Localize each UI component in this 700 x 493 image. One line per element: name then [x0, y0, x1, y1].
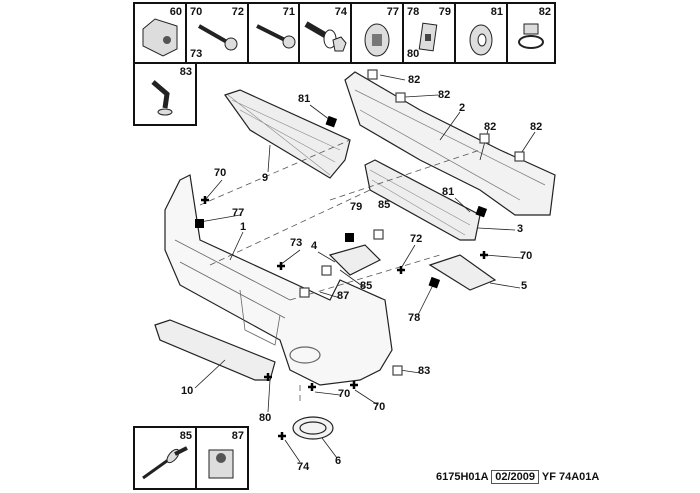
bracket-left [328, 244, 382, 276]
clip-nut-icon [418, 22, 438, 52]
part-number: 73 [190, 48, 203, 60]
washer-icon [469, 24, 493, 56]
hardware-box-70-72-73: 70 72 73 [185, 2, 249, 64]
part-number: 72 [231, 6, 244, 18]
speed-nut-icon [208, 449, 234, 479]
callout-77: 77 [232, 207, 245, 219]
bolt-icon [304, 21, 347, 52]
callout-70: 70 [520, 250, 533, 262]
callout-1: 1 [240, 221, 247, 233]
footer-reference: 6175H01A 02/2009 YF 74A01A [436, 470, 600, 484]
lower-grille [364, 159, 481, 241]
part-number: 77 [386, 6, 399, 18]
callout-82: 82 [408, 74, 421, 86]
part-number: 71 [282, 6, 295, 18]
callout-81: 81 [298, 93, 311, 105]
nut-icon [364, 23, 390, 57]
diagram-code: YF 74A01A [541, 471, 600, 483]
part-number: 60 [169, 6, 182, 18]
hardware-box-71: 71 [247, 2, 300, 64]
callout-85: 85 [378, 199, 391, 211]
diagram-date: 02/2009 [491, 470, 540, 484]
callout-82: 82 [438, 89, 451, 101]
callout-3: 3 [517, 223, 524, 235]
clip-icon [518, 23, 544, 49]
callout-74: 74 [297, 461, 310, 473]
part-number: 87 [231, 430, 244, 442]
hardware-box-77: 77 [350, 2, 404, 64]
under-panel [154, 319, 276, 381]
callout-72: 72 [410, 233, 423, 245]
callout-6: 6 [335, 455, 342, 467]
callout-73: 73 [290, 237, 303, 249]
callout-4: 4 [311, 240, 318, 252]
hardware-box-87: 87 [195, 426, 249, 490]
hardware-box-82: 82 [506, 2, 556, 64]
part-number: 82 [538, 6, 551, 18]
part-number: 81 [490, 6, 503, 18]
part-number: 70 [190, 6, 203, 18]
hardware-box-81: 81 [454, 2, 508, 64]
callout-82: 82 [484, 121, 497, 133]
part-number: 79 [438, 6, 451, 18]
hardware-box-85: 85 [133, 426, 197, 490]
hardware-box-74: 74 [298, 2, 352, 64]
callout-70: 70 [373, 401, 386, 413]
part-number: 80 [407, 48, 420, 60]
hardware-box-78-79-80: 78 79 80 [402, 2, 456, 64]
callout-83: 83 [418, 365, 431, 377]
callout-5: 5 [521, 280, 528, 292]
hardware-box-83: 83 [133, 62, 197, 126]
callout-70: 70 [338, 388, 351, 400]
screw-icon [198, 24, 238, 51]
bracket-right [428, 254, 497, 291]
front-bumper [164, 174, 393, 386]
callout-10: 10 [181, 385, 194, 397]
callout-81: 81 [442, 186, 455, 198]
callout-2: 2 [459, 102, 466, 114]
push-clip-icon [151, 80, 173, 116]
part-number: 83 [179, 66, 192, 78]
callout-82: 82 [530, 121, 543, 133]
callout-80: 80 [259, 412, 272, 424]
diagram-ref: 6175H01A [436, 471, 489, 483]
callout-87: 87 [337, 290, 350, 302]
part-number: 74 [334, 6, 347, 18]
part-number: 85 [179, 430, 192, 442]
part-number: 78 [407, 6, 420, 18]
rivet-icon [142, 446, 188, 480]
callout-70: 70 [214, 167, 227, 179]
callout-85: 85 [360, 280, 373, 292]
callout-78: 78 [408, 312, 421, 324]
screw-icon [256, 24, 296, 49]
cage-nut-icon [142, 18, 178, 57]
hardware-box-60: 60 [133, 2, 187, 64]
upper-grille [224, 89, 351, 179]
callout-9: 9 [262, 172, 269, 184]
fog-lamp [292, 416, 334, 440]
callout-79: 79 [350, 201, 363, 213]
